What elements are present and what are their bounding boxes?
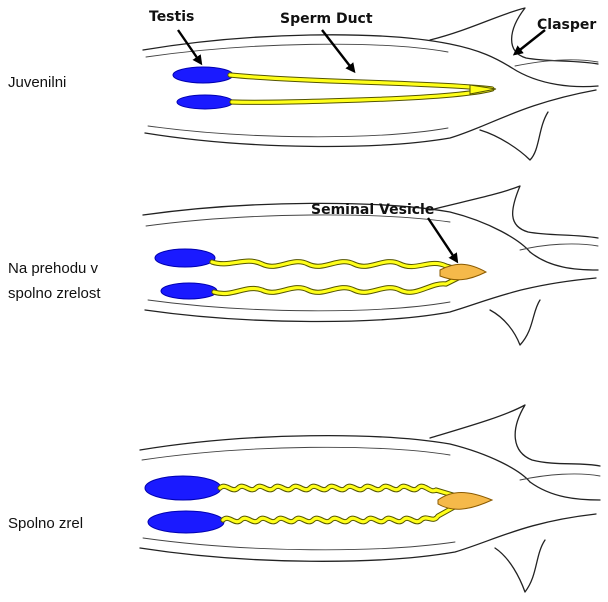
testis-upper-transition [155,249,215,267]
sperm-duct-transition [212,261,460,293]
testis-upper-mature [145,476,221,500]
arrow-sperm-duct [322,30,353,70]
panel-juvenile: Testis Sperm Duct Clasper Juvenilni [8,8,598,160]
label-sperm-duct: Sperm Duct [280,11,373,27]
label-seminal-vesicle: Seminal Vesicle [311,202,434,218]
sperm-duct-mature [220,486,456,521]
panel-mature: Spolno zrel [8,405,600,592]
testis-lower-juvenile [177,95,233,109]
seminal-vesicle-mature [438,493,492,510]
arrow-testis [178,30,200,62]
panel-transition: Seminal Vesicle Na prehodu v spolno zrel… [8,186,598,345]
sperm-duct-juvenile [230,75,496,102]
label-clasper: Clasper [537,17,596,33]
arrow-clasper [516,30,545,53]
label-testis: Testis [149,9,194,25]
seminal-vesicle-transition [440,264,486,280]
stage-label-transition: Na prehodu v spolno zrelost [8,260,102,302]
body-outline-mature [140,405,600,592]
testis-upper-juvenile [173,67,233,83]
arrow-seminal-vesicle [428,218,456,260]
testis-lower-transition [161,283,217,299]
stage-label-juvenile: Juvenilni [8,74,66,91]
testis-lower-mature [148,511,224,533]
stage-label-mature: Spolno zrel [8,515,83,532]
